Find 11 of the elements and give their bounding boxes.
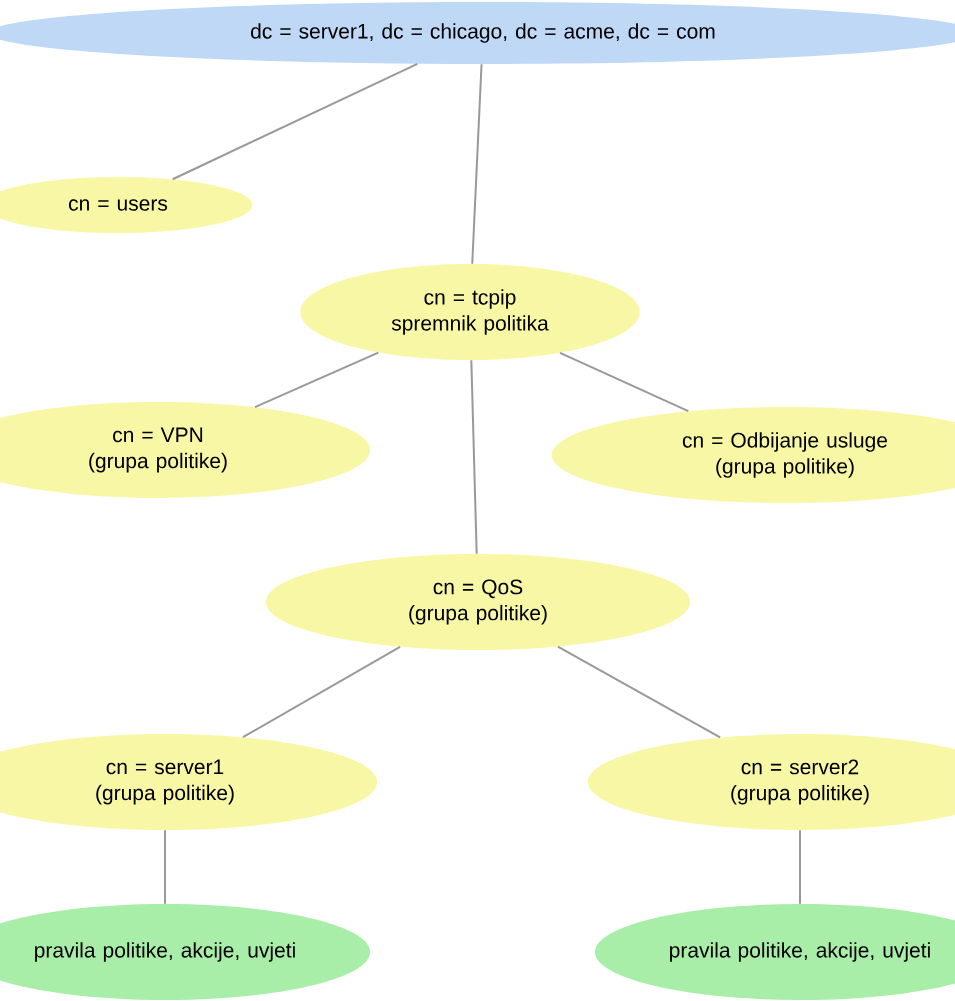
connector-line [164,829,166,905]
connector-line [799,829,801,905]
connector-line [171,62,419,181]
connector-line [470,359,478,555]
connector-line [241,645,402,739]
connector-line [471,63,483,265]
connector-line [556,645,722,739]
connector-line [253,351,380,409]
ellipse-node: cn = QoS (grupa politike) [265,554,691,650]
ellipse-node: cn = tcpip spremnik politika [300,264,640,360]
connector-line [559,351,690,413]
